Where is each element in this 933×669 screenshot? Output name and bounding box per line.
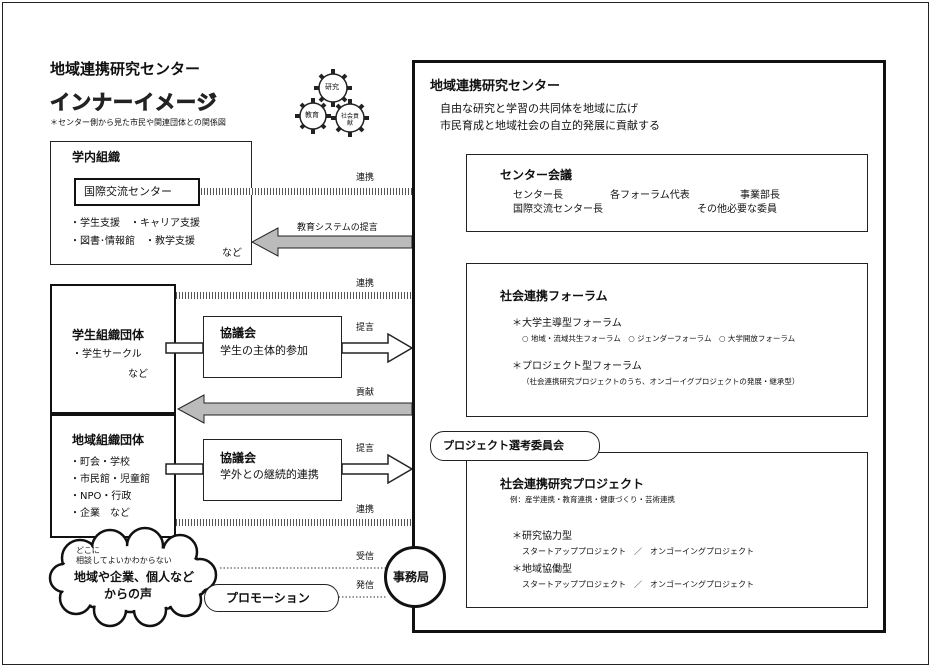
- council-regional-desc: 学外との継続的連携: [220, 468, 319, 481]
- gear-label-research: 研究: [325, 83, 339, 91]
- council-student-title: 協議会: [220, 326, 257, 340]
- internal-line1: ・学生支援 ・キャリア支援: [70, 218, 200, 229]
- center-meeting-box: [466, 154, 868, 232]
- student-org-etc: など: [128, 369, 148, 380]
- label-kouken: 貢献: [356, 388, 375, 398]
- cloud-big-text-2: からの声: [104, 587, 153, 601]
- internal-etc: など: [222, 248, 242, 259]
- promotion-pill: [204, 584, 339, 612]
- forum-box: [466, 263, 868, 417]
- council-regional-box: [203, 439, 342, 501]
- project-example: 例：産学連携・教育連携・健康づくり・芸術連携: [510, 495, 675, 504]
- label-renkei-2: 連携: [356, 279, 375, 289]
- cloud-small-text: どこに 相談してよいかわからない: [76, 546, 172, 566]
- meeting-member-2: 各フォーラム代表: [610, 190, 690, 201]
- regional-item-1: ・町会・学校: [70, 457, 130, 468]
- label-teigen-1: 提言: [356, 323, 375, 333]
- office-circle: [384, 546, 446, 608]
- project-type2: ＊地域協働型: [512, 564, 572, 575]
- regional-item-2: ・市民館・児童館: [70, 474, 150, 485]
- regional-item-3: ・NPO・行政: [70, 491, 132, 502]
- forum-type2-note: （社会連携研究プロジェクトのうち、オンゴーイグプロジェクトの発展・継承型）: [522, 377, 800, 386]
- page-title: 地域連携研究センター: [50, 60, 201, 78]
- gear-label-contribution: 社会貢献: [341, 113, 360, 127]
- gear-label-education: 教育: [305, 111, 319, 119]
- office-label: 事務局: [393, 570, 430, 584]
- intl-center-label: 国際交流センター: [84, 185, 172, 198]
- internal-org-title: 学内組織: [72, 150, 121, 164]
- selection-committee-label: プロジェクト選考委員会: [443, 439, 564, 452]
- label-hasshin: 発信: [356, 581, 375, 591]
- regional-item-4: ・企業 など: [70, 508, 130, 519]
- project-type2-items: スタートアッププロジェクト ／ オンゴーイングプロジェクト: [522, 580, 754, 589]
- meeting-member-4: 国際交流センター長: [513, 204, 603, 215]
- label-renkei-3: 連携: [356, 505, 375, 515]
- student-org-title: 学生組織団体: [72, 328, 145, 342]
- meeting-member-1: センター長: [513, 190, 563, 201]
- center-desc-2: 市民育成と地域社会の自立的発展に貢献する: [440, 119, 660, 132]
- project-type1-items: スタートアッププロジェクト ／ オンゴーイングプロジェクト: [522, 547, 754, 556]
- meeting-member-3: 事業部長: [740, 190, 780, 201]
- project-type1: ＊研究協力型: [512, 531, 572, 542]
- label-teigen-2: 提言: [356, 444, 375, 454]
- project-box: [466, 452, 868, 608]
- student-org-box: [50, 284, 176, 414]
- page-note: ＊センター側から見た市民や関連団体との関係図: [50, 118, 226, 127]
- council-regional-title: 協議会: [220, 451, 257, 465]
- link-line-student: [176, 292, 466, 299]
- promotion-label: プロモーション: [226, 591, 310, 605]
- regional-org-box: [50, 414, 176, 538]
- forum-title: 社会連携フォーラム: [500, 289, 608, 303]
- council-student-desc: 学生の主体的参加: [220, 344, 308, 357]
- council-student-box: [203, 316, 342, 378]
- label-jushin: 受信: [356, 552, 375, 562]
- center-meeting-title: センター会議: [500, 168, 573, 182]
- forum-type1: ＊大学主導型フォーラム: [512, 318, 622, 329]
- student-org-item: ・学生サークル: [72, 349, 142, 360]
- project-title: 社会連携研究プロジェクト: [500, 477, 645, 491]
- center-desc-1: 自由な研究と学習の共同体を地域に広げ: [440, 102, 638, 115]
- forum-type1-items: ○ 地域・流域共生フォーラム ○ ジェンダーフォーラム ○ 大学開放フォーラム: [522, 334, 796, 343]
- regional-org-title: 地域組織団体: [72, 433, 145, 447]
- cloud-big-text-1: 地域や企業、個人など: [74, 570, 195, 584]
- link-line-regional: [176, 519, 466, 526]
- label-system-proposal: 教育システムの提言: [297, 223, 378, 233]
- center-title: 地域連携研究センター: [430, 79, 561, 94]
- internal-line2: ・図書･情報館 ・教学支援: [70, 236, 195, 247]
- selection-committee-pill: [430, 431, 600, 461]
- intl-center-box: [74, 178, 200, 206]
- label-renkei-1: 連携: [356, 173, 375, 183]
- forum-type2: ＊プロジェクト型フォーラム: [512, 361, 642, 372]
- page-subtitle: インナーイメージ: [50, 90, 218, 114]
- meeting-member-5: その他必要な委員: [697, 204, 777, 215]
- link-line-internal: [201, 188, 466, 195]
